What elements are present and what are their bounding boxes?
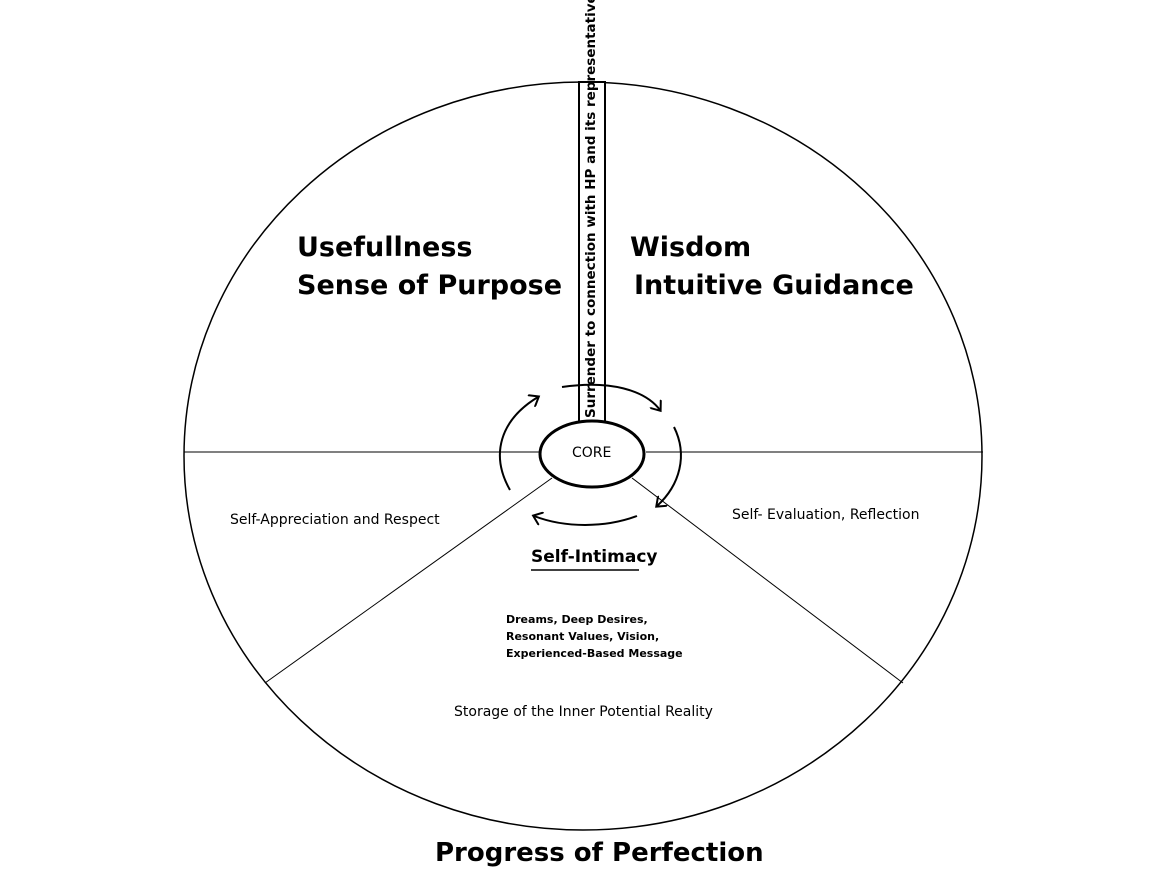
dreams-line-1: Dreams, Deep Desires, (506, 613, 648, 626)
cycle-arrow-bottom (534, 516, 638, 526)
surrender-bar (578, 81, 606, 424)
sense-of-purpose-label: Sense of Purpose (297, 270, 563, 301)
dreams-line-3: Experienced-Based Message (506, 647, 683, 660)
cycle-arrow-top-left (498, 397, 538, 491)
progress-of-perfection-title: Progress of Perfection (435, 838, 764, 868)
dreams-line-2: Resonant Values, Vision, (506, 630, 660, 643)
cycle-arrow-top-right (561, 383, 660, 410)
storage-label: Storage of the Inner Potential Reality (454, 704, 713, 720)
cycle-arrow-right (657, 426, 682, 506)
self-appreciation-label: Self-Appreciation and Respect (230, 512, 440, 528)
diagonal-divider-left (264, 477, 553, 684)
diagonal-divider-right (631, 477, 904, 684)
self-evaluation-label: Self- Evaluation, Reflection (732, 507, 920, 523)
self-intimacy-label: Self-Intimacy (531, 547, 658, 567)
core-label: CORE (572, 445, 612, 461)
core-ellipse (538, 419, 646, 489)
intuitive-guidance-label: Intuitive Guidance (634, 270, 914, 301)
surrender-label: Surrender to connection with HP and its … (583, 0, 599, 418)
wisdom-label: Wisdom (630, 232, 752, 263)
usefullness-label: Usefullness (297, 232, 473, 263)
